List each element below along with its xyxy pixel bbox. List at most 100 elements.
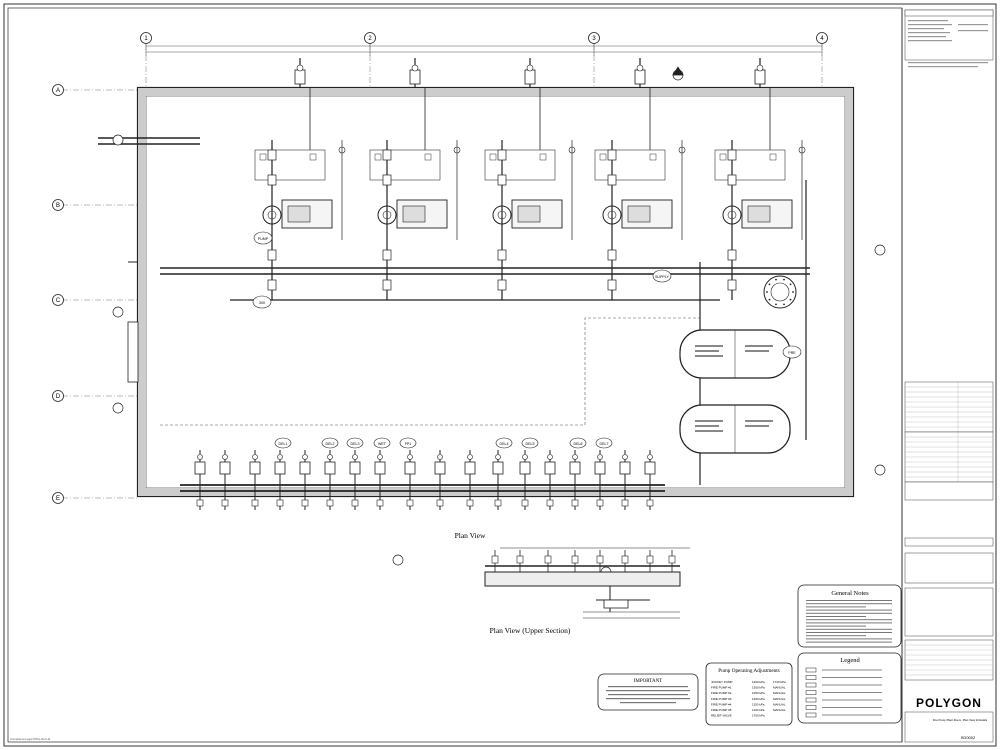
pump-row-start: 1400 kPa	[752, 680, 765, 684]
zone-tag-label-DEL4: DEL4	[500, 442, 509, 446]
zone-valve-1	[194, 450, 206, 510]
zone-valve-body	[544, 461, 556, 475]
zone-flange	[351, 499, 359, 507]
zone-valve-body	[594, 461, 606, 475]
zone-valve-6	[324, 450, 336, 510]
zone-gauge	[467, 454, 473, 460]
device-tag-label-300: 300	[259, 301, 265, 305]
row-bubble-B	[52, 199, 64, 211]
zone-valve-7	[349, 450, 361, 510]
tank-bolt	[775, 303, 777, 306]
notes-line	[806, 625, 866, 627]
inline-valve	[607, 149, 617, 161]
column-bubble-label-3: 3	[592, 36, 596, 42]
legend-box: Legend	[797, 652, 902, 724]
zone-flange	[466, 499, 474, 507]
row-bubble-label-E: E	[56, 496, 60, 502]
pump-row-stop: 1720 kPa	[773, 680, 786, 684]
legend-text-line	[822, 707, 882, 708]
top-dimension-lines	[145, 43, 823, 56]
panel-switch	[599, 153, 607, 161]
company-logo: POLYGON	[916, 696, 982, 710]
notes-line	[806, 638, 892, 640]
inline-valve	[267, 249, 277, 261]
zone-flange	[621, 499, 629, 507]
panel-switch	[374, 153, 382, 161]
zone-flange	[301, 499, 309, 507]
zone-valve-body	[404, 461, 416, 475]
row-bubble-label-C: C	[56, 298, 61, 304]
legend-items	[805, 667, 882, 718]
tank-bolt	[789, 283, 792, 286]
notes-line	[806, 616, 866, 617]
pressure-tanks	[679, 329, 791, 454]
zone-gauge	[377, 454, 383, 460]
zone-valve-body	[569, 461, 581, 475]
pump-sets	[254, 58, 806, 300]
zone-gauge	[622, 454, 628, 460]
pump-row-stop: MANUAL	[773, 702, 786, 706]
zone-valve-9	[404, 450, 416, 510]
zone-tag-label-DEL6: DEL6	[574, 442, 583, 446]
zone-valve-body	[324, 461, 336, 475]
pump-row-start: 1300 kPa	[752, 686, 765, 690]
panel-switch	[259, 153, 267, 161]
zone-gauge	[597, 454, 603, 460]
legend-symbol	[805, 712, 817, 718]
pump-row-stop: MANUAL	[773, 686, 786, 690]
zone-tag-label-DEL7: DEL7	[600, 442, 609, 446]
riser-valve	[634, 69, 646, 85]
inline-valve	[382, 279, 392, 291]
column-bubble-2	[364, 32, 376, 44]
pump-set-3	[484, 58, 576, 300]
pump-row-name: FIRE PUMP #2	[711, 691, 732, 695]
pump-row-stop: MANUAL	[773, 691, 786, 695]
panel-switch	[489, 153, 497, 161]
panel-switch	[539, 153, 547, 161]
tank-bolts	[766, 278, 794, 306]
zone-valve-body	[644, 461, 656, 475]
row-bubble-E	[52, 492, 64, 504]
notes-line	[806, 622, 892, 624]
pump-row-start: 1760 kPa	[752, 714, 765, 718]
zone-valve-body	[519, 461, 531, 475]
zone-flange	[546, 499, 554, 507]
zone-valve-3	[249, 450, 261, 510]
zone-valve-15	[569, 450, 581, 510]
legend-text-line	[822, 684, 882, 686]
notes-line	[806, 600, 892, 601]
zone-gauge	[197, 454, 203, 460]
zone-gauge	[352, 454, 358, 460]
zone-valve-5	[299, 450, 311, 510]
inline-valve	[497, 149, 507, 161]
zone-gauge	[647, 454, 653, 460]
upper-valve-2	[516, 555, 524, 564]
notes-line	[806, 619, 892, 621]
inline-valve	[267, 279, 277, 291]
notes-line	[806, 612, 892, 614]
upper-valve-6	[621, 555, 629, 564]
zone-gauge	[522, 454, 528, 460]
title-block: POLYGON Fire Pump Plant Room, Plan View …	[901, 8, 994, 743]
zone-gauge	[252, 454, 258, 460]
row-bubble-A	[52, 84, 64, 96]
legend-text-line	[822, 692, 882, 693]
room-walls	[127, 86, 855, 498]
zone-valve-16	[594, 450, 606, 510]
zone-valve-17	[619, 450, 631, 510]
riser-gauge	[636, 64, 644, 72]
panel-switch	[424, 153, 432, 161]
legend-symbol	[805, 697, 817, 703]
panel-switch	[719, 153, 727, 161]
zone-tag-DEL5	[521, 437, 539, 449]
inline-valve	[607, 174, 617, 186]
zone-tag-DEL6	[569, 437, 587, 449]
motor-core	[747, 205, 771, 223]
inline-valve	[607, 249, 617, 261]
pump-set-2	[369, 58, 461, 300]
zone-flange	[521, 499, 529, 507]
